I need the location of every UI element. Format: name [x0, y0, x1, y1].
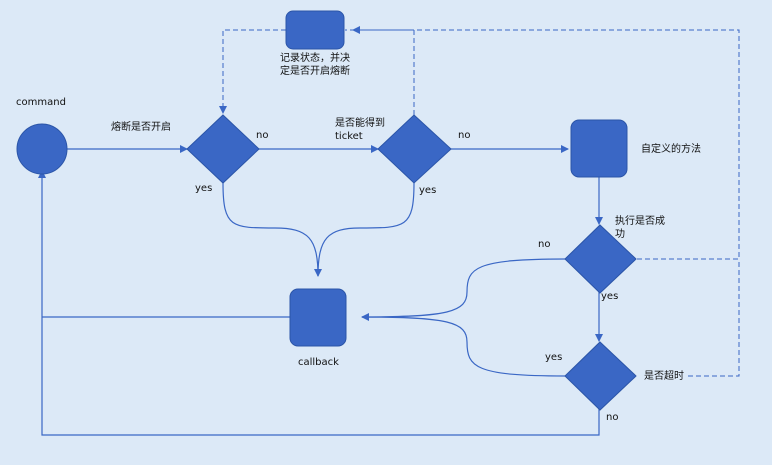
start-label: command	[16, 97, 66, 108]
exec-success-diamond	[564, 224, 637, 294]
custom-method-label: 自定义的方法	[641, 144, 701, 155]
edge-timeout-to-record	[688, 259, 740, 377]
breaker-no-label: no	[256, 130, 269, 141]
record-state-label: 记录状态，并决定是否开启熔断	[280, 53, 350, 77]
edge-breaker-yes-to-callback	[222, 182, 322, 277]
success-no-label: no	[538, 239, 551, 250]
edge-timeout-no-to-start	[38, 170, 600, 436]
check-breaker-diamond	[186, 114, 260, 184]
edge-timeout-yes-to-callback	[361, 316, 566, 377]
callback-node	[289, 288, 347, 347]
edge-ticket-yes-to-callback	[317, 182, 415, 277]
ticket-yes-label: yes	[419, 185, 437, 196]
get-ticket-label: 是否能得到ticket	[335, 118, 385, 142]
timeout-yes-label: yes	[545, 352, 563, 363]
callback-label: callback	[298, 357, 339, 368]
start-node	[16, 123, 68, 175]
check-breaker-label: 熔断是否开启	[111, 122, 171, 133]
timeout-check-diamond	[564, 341, 637, 411]
record-state-node	[285, 10, 345, 50]
get-ticket-diamond	[377, 114, 452, 184]
ticket-no-label: no	[458, 130, 471, 141]
success-yes-label: yes	[601, 291, 619, 302]
timeout-check-label: 是否超时	[644, 371, 684, 382]
custom-method-node	[570, 119, 628, 178]
edge-success-no-to-callback	[361, 258, 566, 321]
timeout-no-label: no	[606, 412, 619, 423]
edge-ticket-to-record	[345, 29, 415, 115]
breaker-yes-label: yes	[195, 183, 213, 194]
edge-record-to-breaker	[219, 29, 286, 114]
edge-success-to-record	[352, 26, 740, 260]
exec-success-label: 执行是否成功	[615, 216, 665, 240]
